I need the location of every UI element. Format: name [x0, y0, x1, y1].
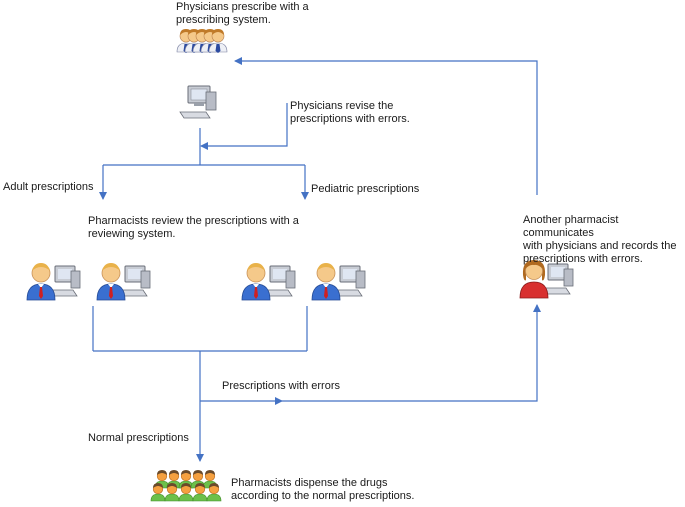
- physicians-revise-label: Physicians revise the prescriptions with…: [290, 100, 410, 125]
- female-pharmacist-workstation-icon: [519, 260, 574, 299]
- pharmacist-workstation-icon: [241, 262, 296, 301]
- flow-arrows: [92, 57, 541, 462]
- physicians-prescribe-label: Physicians prescribe with a prescribing …: [176, 1, 309, 26]
- pharmacist-workstation-icon: [96, 262, 151, 301]
- prescriptions-with-errors-label: Prescriptions with errors: [222, 380, 340, 392]
- pharmacist-workstation-icon: [311, 262, 366, 301]
- pharmacists-dispense-label: Pharmacists dispense the drugs according…: [231, 477, 415, 502]
- another-pharmacist-label: Another pharmacist communicates with phy…: [523, 214, 677, 265]
- pharmacist-workstation-icon: [26, 262, 81, 301]
- pediatric-prescriptions-label: Pediatric prescriptions: [311, 183, 420, 195]
- dispensing-pharmacist-group-icon: [150, 469, 222, 502]
- adult-prescriptions-label: Adult prescriptions: [3, 181, 94, 193]
- normal-prescriptions-label: Normal prescriptions: [88, 432, 189, 444]
- computer-icon: [179, 85, 217, 119]
- pharmacists-review-label: Pharmacists review the prescriptions wit…: [88, 215, 299, 240]
- physician-group-icon: [176, 28, 228, 54]
